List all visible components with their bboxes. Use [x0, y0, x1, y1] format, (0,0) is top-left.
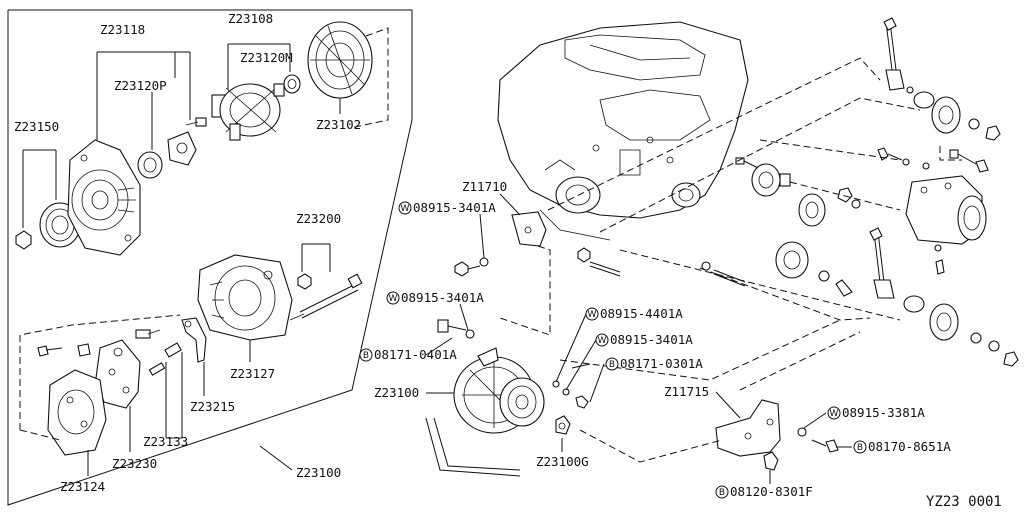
water-pump-pulley	[751, 163, 791, 197]
drive-belt	[425, 417, 521, 477]
leader-lines	[22, 43, 852, 484]
engine-bolts	[735, 157, 759, 169]
fastener-code-5: 08915-3401A	[610, 332, 693, 347]
svg-text:B: B	[363, 351, 369, 361]
compressor	[905, 175, 987, 245]
rectifier-z23230	[95, 329, 161, 409]
svg-text:B: B	[719, 488, 725, 498]
idler-pulley-upper	[913, 91, 1001, 141]
bracket-z11715	[715, 399, 781, 457]
label-z23100: Z23100	[374, 385, 419, 400]
crank-pulley	[775, 241, 853, 297]
bolt-lower-alt	[552, 363, 591, 409]
label-z23102: Z23102	[316, 117, 361, 132]
fastener-code-1: 08915-3401A	[413, 200, 496, 215]
bolt-engine-3	[701, 261, 746, 287]
stator-z23102	[307, 21, 373, 99]
fastener-code-9: 08120-8301F	[730, 484, 813, 499]
fastener-code-4: 08915-4401A	[600, 306, 683, 321]
label-z23133: Z23133	[143, 434, 188, 449]
fastener-callout-6: B	[605, 357, 619, 371]
rear-cover-z23124	[47, 369, 107, 456]
exploded-view-frame	[7, 9, 413, 506]
label-z11710: Z11710	[462, 179, 507, 194]
label-z23118: Z23118	[100, 22, 145, 37]
bolt-engine-2	[577, 247, 621, 277]
alternator-z23100	[453, 347, 545, 434]
idler-pulley-lower	[903, 295, 1019, 367]
bolt-engine-1	[454, 257, 489, 277]
label-z11715: Z11715	[664, 384, 709, 399]
brush-z23133	[148, 342, 182, 376]
part-labels: Z23118 Z23108 Z23120M Z23120P Z23150 Z23…	[14, 11, 709, 494]
small-bolts-right	[877, 147, 989, 275]
washer-z23100g	[555, 415, 571, 435]
label-z23120p: Z23120P	[114, 78, 167, 93]
fastener-callout-1: W	[398, 201, 412, 215]
label-z23127: Z23127	[230, 366, 275, 381]
through-bolt-z23200	[289, 273, 363, 321]
rear-housing-z23127	[197, 254, 293, 341]
bolt-upper-alt	[437, 319, 475, 339]
label-z23150: Z23150	[14, 119, 59, 134]
svg-text:B: B	[609, 360, 615, 370]
label-z23100-exploded: Z23100	[296, 465, 341, 480]
label-z23215: Z23215	[190, 399, 235, 414]
label-z23230: Z23230	[112, 456, 157, 471]
fastener-callouts: W 08915-3401A W 08915-3401A B 08171-0401…	[359, 200, 951, 499]
screw-rear	[37, 343, 91, 357]
fastener-callout-8: B	[853, 440, 867, 454]
fastener-code-7: 08915-3381A	[842, 405, 925, 420]
label-z23120m: Z23120M	[240, 50, 293, 65]
bracket-z11710	[511, 211, 547, 247]
fastener-callout-2: W	[386, 291, 400, 305]
fastener-callout-5: W	[595, 333, 609, 347]
terminal-z23215	[181, 317, 207, 363]
svg-text:B: B	[857, 443, 863, 453]
tensioner-bolt-lower	[869, 227, 895, 299]
label-z23108: Z23108	[228, 11, 273, 26]
diagram-code: YZ23 0001	[926, 494, 1002, 510]
svg-text:W: W	[389, 294, 398, 304]
assembly-lines	[547, 57, 921, 463]
fastener-code-8: 08170-8651A	[868, 439, 951, 454]
svg-text:W: W	[588, 310, 597, 320]
label-z23100g: Z23100G	[536, 454, 589, 469]
retainer-plate	[167, 117, 207, 166]
label-z23200: Z23200	[296, 211, 341, 226]
fastener-callout-9: B	[715, 485, 729, 499]
bearing-z23120m	[283, 74, 301, 94]
bolt-bracket	[763, 427, 839, 471]
svg-text:W: W	[598, 336, 607, 346]
fastener-callout-3: B	[359, 348, 373, 362]
fastener-code-2: 08915-3401A	[401, 290, 484, 305]
engine-block	[497, 21, 749, 241]
front-housing-z23118	[67, 139, 141, 256]
fastener-code-6: 08171-0301A	[620, 356, 703, 371]
svg-text:W: W	[830, 409, 839, 419]
fastener-code-3: 08171-0401A	[374, 347, 457, 362]
fastener-callout-7: W	[827, 406, 841, 420]
gear	[798, 187, 861, 227]
svg-text:W: W	[401, 204, 410, 214]
tensioner-bolt-upper	[883, 17, 914, 94]
fastener-callout-4: W	[585, 307, 599, 321]
bearing-z23120p	[137, 151, 163, 179]
pulley-z23150	[15, 202, 81, 250]
label-z23124: Z23124	[60, 479, 105, 494]
